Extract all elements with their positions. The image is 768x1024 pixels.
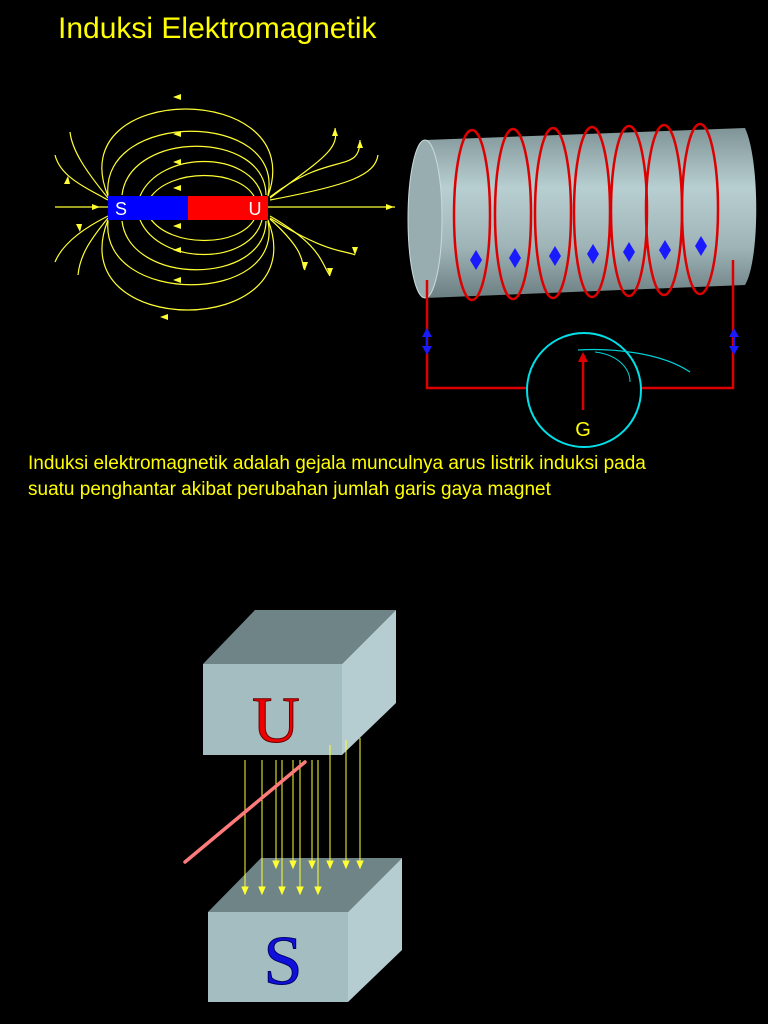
needle-tip [578,352,588,362]
field-line [139,160,263,197]
field-line [101,219,275,311]
field-arrows [64,94,394,320]
solenoid-core-end [407,139,443,299]
solenoid-circuit-diagram: G [407,122,757,448]
field-line [107,130,270,196]
north-block-front [203,664,342,755]
field-line [101,108,274,197]
coil-loop [452,128,492,302]
coil [452,122,720,302]
magnet-north-label: U [249,199,262,219]
field-line [149,217,256,242]
north-block-side [342,610,396,755]
description-line-2: suatu penghantar akibat perubahan jumlah… [28,479,551,500]
field-line [69,131,109,199]
coil-loop [680,122,720,296]
field-line [139,219,263,256]
field-line [54,154,109,201]
slide-title: Induksi Elektromagnetik [58,12,377,45]
magnet-south-half [108,196,188,220]
field-line [107,220,270,286]
wire-current-arrows [422,328,739,355]
north-block-label: U [252,684,300,757]
magnet-north-half [188,196,268,220]
block-field-lines [241,738,364,896]
magnet-south-label: S [115,199,127,219]
south-block-top [208,858,402,912]
galvanometer-scale [577,348,691,373]
coil-current-arrows [470,236,707,270]
conductor-rod [183,760,307,864]
galvanometer-ring [526,332,642,448]
south-block-front [208,912,348,1002]
south-block-side [348,858,402,1002]
coil-loop [533,126,573,300]
field-line [269,217,356,256]
galvanometer-label: G [575,419,591,441]
field-line [269,218,306,271]
circuit-wire [425,280,528,390]
description: Induksi elektromagnetik adalah gejala mu… [28,451,748,503]
coil-loop [493,127,533,301]
field-lines [54,108,395,311]
south-block-label: S [264,923,303,1000]
north-block-top [203,610,396,664]
field-line [149,174,256,199]
description-line-1: Induksi elektromagnetik adalah gejala mu… [28,453,646,474]
bar-magnet-field-diagram: S U [54,94,395,320]
field-line [121,220,267,271]
field-line [77,217,109,276]
field-line [121,145,267,196]
field-line [54,215,109,263]
field-line [269,154,379,201]
field-line [269,215,331,277]
galvanometer-scale-arc [594,351,631,383]
circuit-wire [640,260,735,390]
